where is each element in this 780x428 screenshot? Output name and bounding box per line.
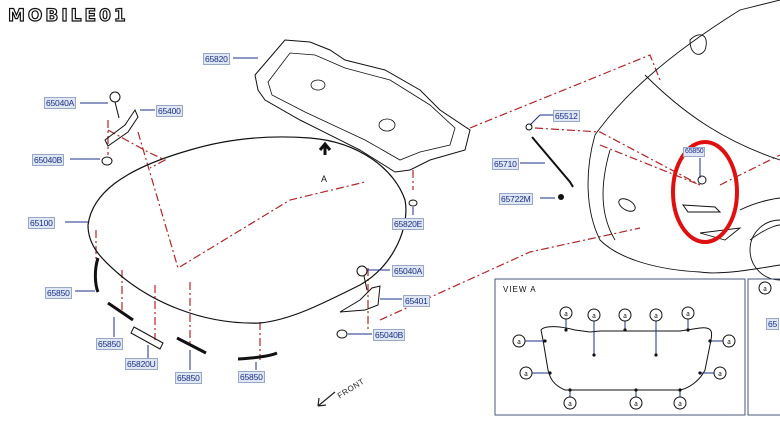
clip-marker-circle <box>618 308 632 322</box>
clip-marker-label: a <box>678 399 682 408</box>
hood-insulator <box>254 39 471 173</box>
clip-point <box>548 371 552 375</box>
clip-marker-label: a <box>727 337 731 346</box>
highlight-circle <box>671 140 739 244</box>
clip-marker-circle <box>629 396 643 410</box>
hinge-left <box>101 91 139 166</box>
part-label-65850[interactable]: 65850 <box>96 338 123 350</box>
car-front-sketch <box>587 0 780 281</box>
hood-stay-rod <box>531 136 574 188</box>
view-a-marker: A <box>321 174 328 184</box>
view-a-box <box>494 278 746 416</box>
hood-panel <box>87 136 407 324</box>
part-label-65722m[interactable]: 65722M <box>499 193 533 205</box>
clip-point <box>564 328 568 332</box>
clip-point <box>678 388 682 392</box>
front-arrow-icon <box>317 391 336 407</box>
part-label-65850-highlighted[interactable]: 65850 <box>683 147 706 157</box>
clip-marker-circle <box>673 396 687 410</box>
clip-marker-label: a <box>686 309 690 318</box>
clip-point <box>592 353 596 357</box>
part-label-65512[interactable]: 65512 <box>553 110 580 122</box>
view-a-title: VIEW A <box>503 285 537 294</box>
clip-marker-label: a <box>564 309 568 318</box>
hinge-right <box>336 265 381 339</box>
part-label-65850[interactable]: 65850 <box>175 372 202 384</box>
clip-point <box>543 339 547 343</box>
part-label-65850[interactable]: 65850 <box>238 371 265 383</box>
clip-marker-circle <box>681 306 695 320</box>
clip-marker-label: a <box>517 337 521 346</box>
clip-point <box>686 328 690 332</box>
part-label-65820[interactable]: 65820 <box>203 53 230 65</box>
clip-marker-label: a <box>524 369 528 378</box>
clip-marker-circle <box>512 334 526 348</box>
view-a-outline <box>540 326 713 391</box>
clip-marker-label: a <box>718 369 722 378</box>
hood-insulator-inner <box>267 52 456 161</box>
clip-point <box>698 371 702 375</box>
clip-point <box>708 339 712 343</box>
clip-point <box>568 388 572 392</box>
mobile01-logo: MOBILE01 <box>7 5 129 26</box>
clip-marker-circle <box>758 281 772 295</box>
part-label-65040a[interactable]: 65040A <box>392 265 425 277</box>
clip-marker-circle <box>587 308 601 322</box>
view-a-arrow-icon <box>318 141 332 155</box>
part-label-partial[interactable]: 65 <box>766 318 780 330</box>
clip-marker-circle <box>559 306 573 320</box>
clip-point <box>623 328 627 332</box>
seal-65820u <box>130 326 164 350</box>
part-label-65820u[interactable]: 65820U <box>125 358 158 370</box>
clip-marker-circle <box>713 366 727 380</box>
part-label-65820e[interactable]: 65820E <box>392 218 425 230</box>
part-label-65401[interactable]: 65401 <box>403 295 430 307</box>
clip-marker-label: a <box>623 311 627 320</box>
part-label-65710[interactable]: 65710 <box>492 158 519 170</box>
part-label-65850[interactable]: 65850 <box>45 287 72 299</box>
clip-marker-label: a <box>763 284 767 293</box>
clip-marker-circle <box>519 366 533 380</box>
hood-seals <box>93 257 278 361</box>
clip-marker-label: a <box>654 311 658 320</box>
part-label-65040b[interactable]: 65040B <box>32 154 65 166</box>
clip-marker-circle <box>722 334 736 348</box>
part-label-65040b[interactable]: 65040B <box>373 329 406 341</box>
clip-marker-label: a <box>592 311 596 320</box>
view-a-clips: a a a a a a a a a a a a a <box>512 281 772 410</box>
leader-lines <box>65 57 701 370</box>
clip-marker-label: a <box>634 399 638 408</box>
clip-marker-circle <box>563 396 577 410</box>
assembly-lines <box>95 54 780 360</box>
part-label-65400[interactable]: 65400 <box>156 105 183 117</box>
clip-marker-label: a <box>568 399 572 408</box>
clip-marker-circle <box>649 308 663 322</box>
part-label-65100[interactable]: 65100 <box>28 217 55 229</box>
clip-point <box>654 353 658 357</box>
clip-point <box>634 388 638 392</box>
part-label-65040a[interactable]: 65040A <box>44 97 77 109</box>
